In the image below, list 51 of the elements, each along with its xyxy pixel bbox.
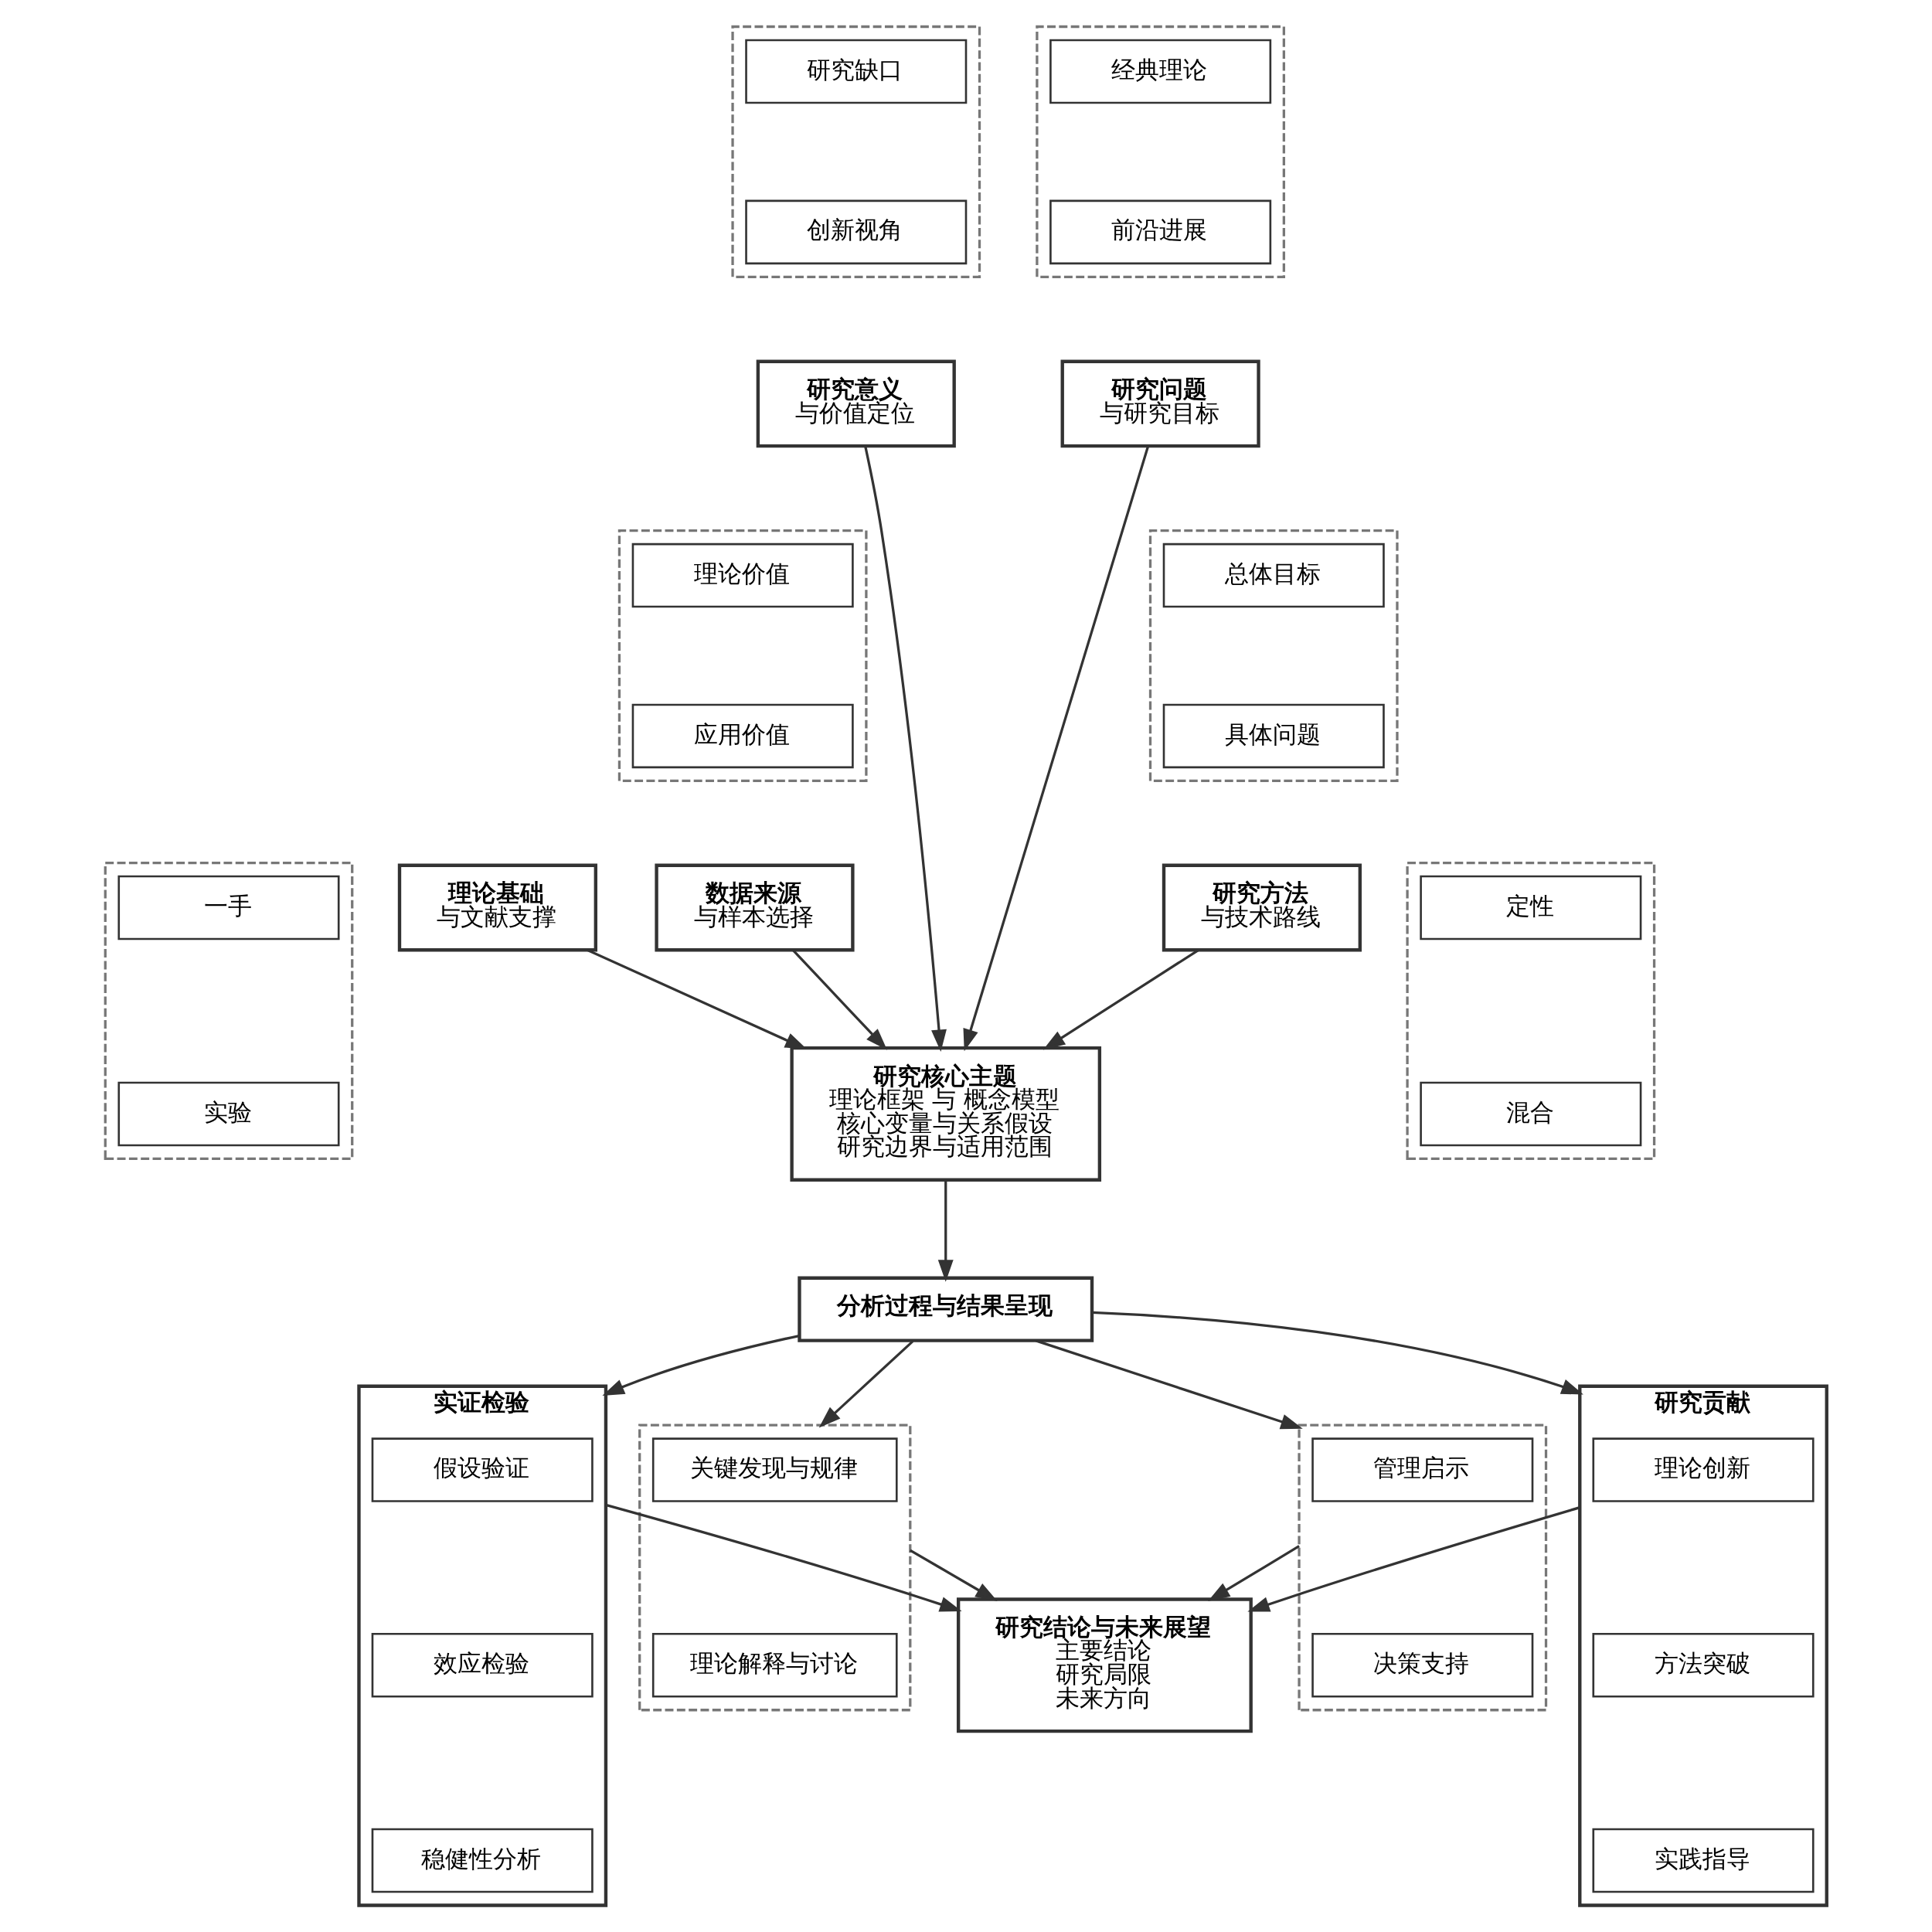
node-box: 创新视角 xyxy=(745,199,968,265)
node-box: 理论创新 xyxy=(1592,1437,1815,1502)
node-box: 研究意义 与价值定位 xyxy=(756,359,956,448)
node-box: 经典理论 xyxy=(1049,39,1272,104)
cluster xyxy=(617,529,868,783)
node-box: 效应检验 xyxy=(371,1633,594,1698)
arrow xyxy=(1092,1311,1583,1395)
cluster xyxy=(104,861,354,1161)
cluster xyxy=(1406,861,1656,1161)
node-box: 实验 xyxy=(117,1081,340,1147)
arrow xyxy=(1247,1506,1580,1612)
node-box: 理论价值 xyxy=(631,543,854,608)
node-box: 研究缺口 xyxy=(745,39,968,104)
cluster xyxy=(1036,25,1285,278)
arrow xyxy=(963,446,1150,1052)
arrow xyxy=(909,1549,998,1601)
cluster xyxy=(1148,529,1399,783)
node-box: 管理启示 xyxy=(1311,1437,1534,1502)
node-box: 关键发现与规律 xyxy=(651,1437,898,1502)
cluster xyxy=(731,25,981,278)
node-box: 应用价值 xyxy=(631,703,854,769)
node-box: 研究核心主题 理论框架 与 概念模型 核心变量与关系假设 研究边界与适用范围 xyxy=(790,1046,1102,1182)
arrow xyxy=(602,1334,800,1396)
node-box: 研究方法 与技术路线 xyxy=(1162,863,1362,952)
node-box: 研究结论与未来展望 主要结论 研究局限 未来方向 xyxy=(956,1597,1253,1733)
arrow xyxy=(937,1180,954,1282)
arrow xyxy=(1043,949,1199,1050)
arrow xyxy=(1036,1339,1303,1430)
node-box: 理论基础 与文献支撑 xyxy=(397,863,597,952)
arrow xyxy=(605,1503,962,1612)
node-box: 假设验证 xyxy=(371,1437,594,1502)
node-box: 混合 xyxy=(1420,1081,1642,1147)
node-box: 稳健性分析 xyxy=(371,1828,594,1893)
node-box: 决策支持 xyxy=(1311,1633,1534,1698)
arrow xyxy=(864,446,947,1052)
node-box: 总体目标 xyxy=(1162,543,1385,608)
node-box: 数据来源 与样本选择 xyxy=(655,863,855,952)
arrow xyxy=(792,949,887,1050)
node-box: 具体问题 xyxy=(1162,703,1385,769)
node-box: 前沿进展 xyxy=(1049,199,1272,265)
cluster xyxy=(638,1423,912,1712)
node-box: 实践指导 xyxy=(1592,1828,1815,1893)
node-box: 分析过程与结果呈现 xyxy=(798,1276,1094,1342)
arrow xyxy=(1208,1545,1300,1601)
node-box: 理论解释与讨论 xyxy=(651,1633,898,1698)
node-box: 一手 xyxy=(117,875,340,940)
cluster xyxy=(1298,1423,1548,1712)
node-box: 研究问题 与研究目标 xyxy=(1060,359,1260,448)
node-box: 定性 xyxy=(1420,875,1642,940)
arrow xyxy=(818,1340,914,1428)
node-box: 方法突破 xyxy=(1592,1633,1815,1698)
